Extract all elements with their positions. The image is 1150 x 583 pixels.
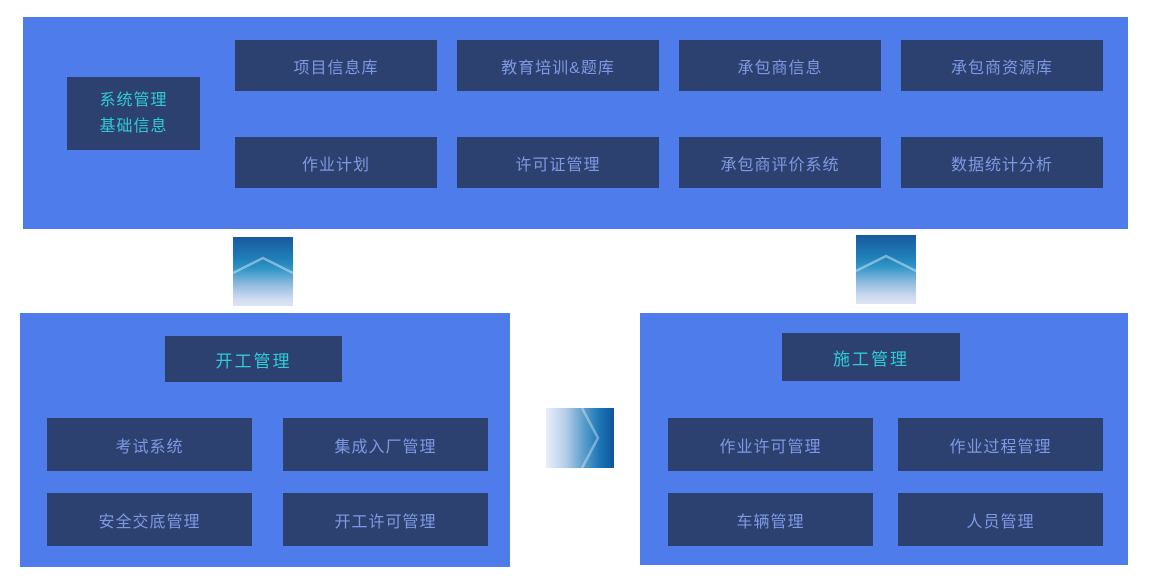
module-project-info-db: 项目信息库 <box>235 40 437 91</box>
module-license-management: 许可证管理 <box>457 137 659 188</box>
arrow-up-chevron-icon <box>233 256 293 275</box>
module-contractor-info: 承包商信息 <box>679 40 881 91</box>
module-training-question-bank: 教育培训&题库 <box>457 40 659 91</box>
arrow-up-left-connector-icon <box>233 237 293 306</box>
module-startup-permit: 开工许可管理 <box>283 493 488 546</box>
arrow-up-right-connector-icon <box>856 235 916 304</box>
arrow-right-middle-connector-icon <box>546 408 614 468</box>
startup-management-panel: 开工管理 考试系统 集成入厂管理 安全交底管理 开工许可管理 <box>20 313 510 567</box>
module-safety-briefing: 安全交底管理 <box>47 493 252 546</box>
system-base-info-line1: 系统管理 <box>99 91 168 109</box>
module-vehicle-management: 车辆管理 <box>668 493 873 546</box>
startup-management-title: 开工管理 <box>165 336 342 382</box>
module-contractor-resource-db: 承包商资源库 <box>901 40 1103 91</box>
arrow-up-chevron-icon <box>856 254 916 273</box>
module-contractor-evaluation: 承包商评价系统 <box>679 137 881 188</box>
construction-management-title: 施工管理 <box>782 333 960 381</box>
module-exam-system: 考试系统 <box>47 418 252 471</box>
module-work-plan: 作业计划 <box>235 137 437 188</box>
module-data-statistics: 数据统计分析 <box>901 137 1103 188</box>
arrow-right-chevron-icon <box>580 408 600 468</box>
module-work-permit: 作业许可管理 <box>668 418 873 471</box>
construction-management-panel: 施工管理 作业许可管理 作业过程管理 车辆管理 人员管理 <box>640 313 1128 565</box>
module-integrated-plant-entry: 集成入厂管理 <box>283 418 488 471</box>
system-base-info-label: 系统管理 基础信息 <box>67 77 200 150</box>
module-personnel-management: 人员管理 <box>898 493 1103 546</box>
top-section-panel: 系统管理 基础信息 项目信息库 教育培训&题库 承包商信息 承包商资源库 作业计… <box>23 17 1128 229</box>
system-base-info-line2: 基础信息 <box>99 117 168 135</box>
module-work-process: 作业过程管理 <box>898 418 1103 471</box>
